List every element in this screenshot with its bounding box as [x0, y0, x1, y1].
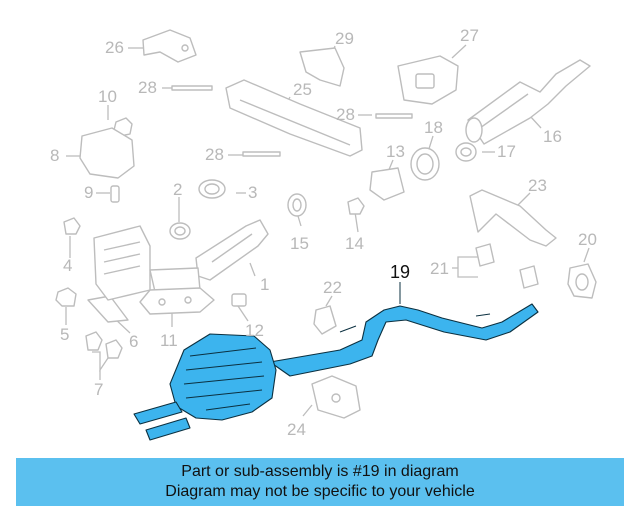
- callout-20: 20: [578, 230, 597, 249]
- callout-1: 1: [260, 275, 270, 294]
- part-11-flange: [139, 287, 215, 315]
- callout-9: 9: [84, 183, 94, 202]
- part-5-nut: [55, 287, 77, 307]
- callout-28: 28: [138, 78, 157, 97]
- callout-10: 10: [98, 87, 117, 106]
- callout-24: 24: [287, 420, 306, 439]
- part-13-clamp: [369, 167, 405, 201]
- part-28-studs: [171, 85, 413, 157]
- leader-lines: [65, 44, 590, 417]
- callout-22: 22: [323, 278, 342, 297]
- part-27-mount: [397, 55, 459, 105]
- part-4-nut: [63, 217, 81, 235]
- part-9-bolt: [110, 185, 120, 203]
- part-8-mount: [79, 127, 135, 179]
- part-29-shield: [299, 47, 345, 87]
- callout-29: 29: [335, 29, 354, 48]
- callout-27: 27: [460, 26, 479, 45]
- callout-2: 2: [173, 180, 183, 199]
- part-18-clamp: [410, 147, 440, 181]
- callout-21: 21: [430, 259, 449, 278]
- callout-13: 13: [386, 142, 405, 161]
- part-14-nut: [347, 197, 365, 215]
- part-16-converter: [465, 59, 591, 145]
- callout-12: 12: [245, 321, 264, 340]
- callout-4: 4: [63, 256, 73, 275]
- callout-28: 28: [205, 145, 224, 164]
- part-19-muffler-pipe-assembly: [133, 282, 539, 441]
- part-21-hangers: [475, 243, 539, 289]
- callout-8: 8: [50, 146, 60, 165]
- part-12-bolt: [231, 293, 247, 307]
- callout-26: 26: [105, 38, 124, 57]
- part-1-catalytic-converter: [93, 219, 269, 301]
- part-20-insulator: [567, 263, 597, 299]
- callout-14: 14: [345, 234, 364, 253]
- info-banner: Part or sub-assembly is #19 in diagram D…: [16, 458, 624, 506]
- part-2-gasket: [169, 222, 191, 240]
- part-24-bracket: [311, 375, 361, 419]
- callout-23: 23: [528, 176, 547, 195]
- part-7-nuts: [85, 331, 123, 359]
- part-17-gasket: [455, 142, 477, 162]
- callout-16: 16: [543, 127, 562, 146]
- callout-6: 6: [129, 332, 139, 351]
- part-22-hanger: [313, 305, 337, 335]
- part-3-gasket: [198, 179, 226, 199]
- callout-18: 18: [424, 118, 443, 137]
- part-15-gasket: [287, 193, 307, 217]
- part-23-heat-shield: [469, 189, 557, 247]
- callout-17: 17: [497, 142, 516, 161]
- part-25-heat-shield: [225, 79, 363, 157]
- banner-line-disclaimer: Diagram may not be specific to your vehi…: [165, 483, 475, 500]
- callout-11: 11: [160, 331, 178, 350]
- callout-7: 7: [94, 380, 104, 399]
- part-26-bracket: [142, 29, 197, 63]
- callout-15: 15: [290, 234, 309, 253]
- callout-3: 3: [248, 183, 258, 202]
- callout-25: 25: [293, 80, 312, 99]
- callout-5: 5: [60, 325, 70, 344]
- part-6-gasket: [87, 295, 129, 323]
- callout-19-highlighted: 19: [390, 262, 411, 282]
- callout-28: 28: [336, 105, 355, 124]
- banner-line-part-number: Part or sub-assembly is #19 in diagram: [181, 463, 459, 480]
